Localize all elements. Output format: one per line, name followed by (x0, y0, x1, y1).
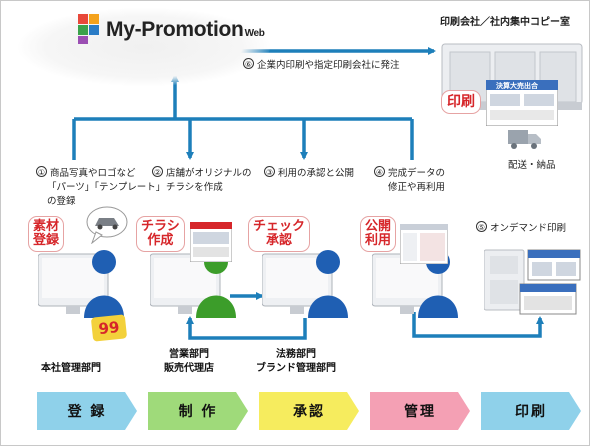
step-1-line-3: の登録 (47, 196, 76, 207)
logo-suffix: Web (244, 28, 265, 39)
step-5-num: ⑤ (476, 221, 487, 232)
step-4-line-1: 完成データの (388, 168, 446, 179)
logo-mark-icon (78, 14, 99, 44)
stage-register-label: 登 録 (67, 404, 107, 420)
stage-approve-label: 承認 (293, 404, 325, 420)
badge-publish-line-1: 公開 (365, 219, 392, 234)
stage-register: 登 録 (37, 392, 137, 430)
dept-headquarters-line-1: 本社管理部門 (41, 363, 101, 374)
stage-print-label: 印刷 (515, 404, 547, 420)
stage-manage-label: 管理 (404, 404, 436, 420)
badge-create-line-1: チラシ (141, 219, 180, 234)
logo-cloud (18, 8, 270, 86)
step-2-line-1: 店舗がオリジナルの (166, 168, 252, 179)
delivery-label: 配送・納品 (508, 160, 556, 171)
badge-approve-line-2: 承認 (266, 233, 293, 248)
step-4-num: ④ (374, 166, 385, 177)
dept-legal-line-1: 法務部門 (276, 349, 316, 360)
dept-legal-line-2: ブランド管理部門 (256, 363, 336, 374)
arrow-approve-back (186, 316, 307, 340)
stage-manage: 管理 (370, 392, 470, 430)
step-4-line-2: 修正や再利用 (388, 182, 446, 193)
stage-approve: 承認 (259, 392, 359, 430)
badge-register-line-2: 登録 (33, 233, 60, 248)
stage-print: 印刷 (481, 392, 581, 430)
dept-sales-line-1: 営業部門 (169, 349, 209, 360)
car-speech-bubble-icon (86, 206, 128, 244)
print-company-label: 印刷会社／社内集中コピー室 (440, 17, 570, 28)
stage-create: 制 作 (148, 392, 248, 430)
flyer-print-thumbnail (486, 80, 558, 126)
badge-register: 素材 登録 (28, 216, 65, 252)
computer-register (38, 250, 124, 318)
computer-approve (262, 250, 348, 318)
badge-create-line-2: 作成 (147, 233, 174, 248)
logo-wordmark: My-PromotionWeb (106, 18, 265, 42)
dept-headquarters: 本社管理部門 (41, 362, 101, 376)
badge-publish: 公開 利用 (360, 216, 397, 252)
on-demand-printer-illustration (484, 249, 581, 315)
computer-create (150, 250, 236, 318)
print-badge: 印刷 (441, 90, 481, 114)
step-1-line-2: 「パーツ」「テンプレート」 (47, 182, 166, 193)
dept-sales: 営業部門 販売代理店 (164, 348, 214, 376)
dept-sales-line-2: 販売代理店 (164, 363, 214, 374)
browser-window-thumbnail (400, 224, 448, 264)
step-3-num: ③ (264, 166, 275, 177)
flyer-title: 決算大売出合 (496, 82, 538, 90)
delivery-truck-icon (508, 130, 541, 149)
flyer-draft-thumbnail (190, 222, 232, 262)
badge-approve-line-1: チェック (253, 219, 306, 234)
arrow-manage-to-print (412, 312, 544, 338)
step-6-label: 企業内印刷や指定印刷会社に発注 (257, 60, 400, 71)
step-5-label: オンデマンド印刷 (490, 223, 567, 234)
step-3-line-1: 利用の承認と公開 (278, 168, 355, 179)
badge-create: チラシ 作成 (136, 216, 185, 252)
step-1-line-1: 商品写真やロゴなど (50, 168, 136, 179)
step-6-num: ⑥ (243, 58, 254, 69)
badge-register-line-1: 素材 (33, 219, 60, 234)
stage-create-label: 制 作 (178, 404, 218, 420)
step-2-num: ② (152, 166, 163, 177)
badge-approve: チェック 承認 (248, 216, 311, 252)
badge-publish-line-2: 利用 (365, 233, 392, 248)
step-1-num: ① (36, 166, 47, 177)
step-2-line-2: チラシを作成 (166, 182, 223, 193)
sale-price-tag: 99 (90, 314, 128, 342)
dept-legal: 法務部門 ブランド管理部門 (256, 348, 336, 376)
logo-brand: My-Promotion (106, 18, 244, 41)
